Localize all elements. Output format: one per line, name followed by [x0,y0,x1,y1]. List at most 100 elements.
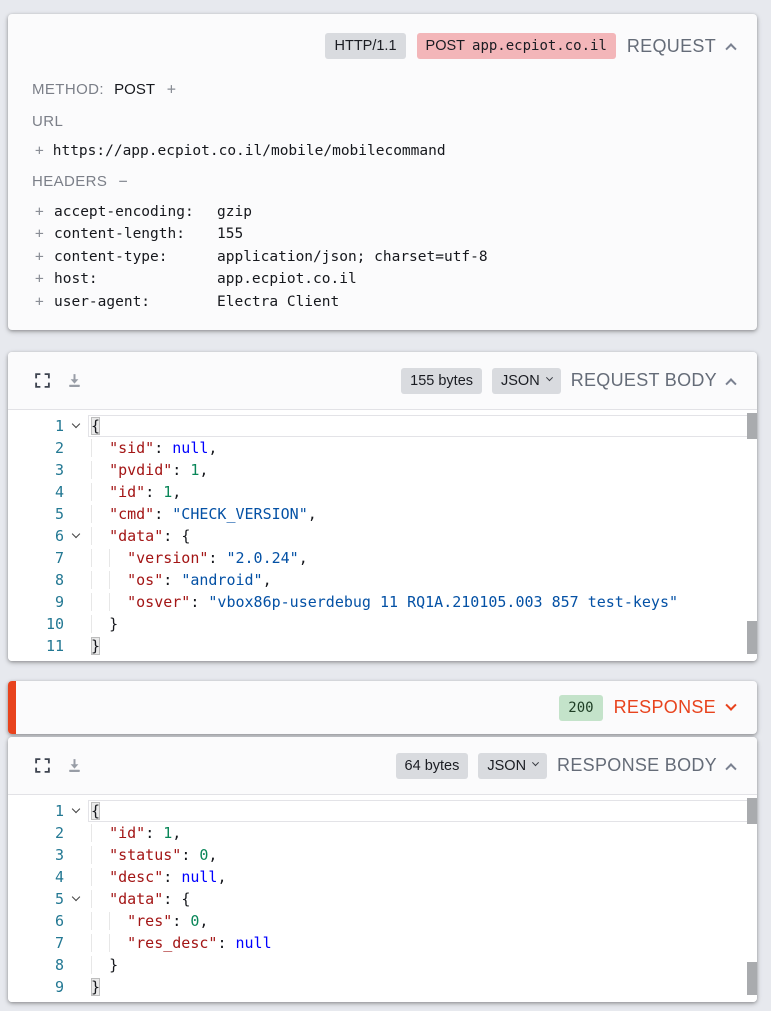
fold-gutter [64,866,88,888]
fold-gutter [64,503,88,525]
header-expander[interactable]: + [35,293,44,310]
chevron-up-icon [725,43,737,55]
fullscreen-icon [34,372,51,389]
fold-gutter [64,822,88,844]
http-version-badge: HTTP/1.1 [325,33,406,59]
size-badge: 64 bytes [395,752,469,779]
fold-gutter [64,437,88,459]
scrollbar-thumb[interactable] [747,621,757,654]
line-number: 5 [54,505,64,523]
line-number: 3 [54,846,64,864]
code-text: "pvdid": 1, [88,459,756,481]
line-number: 10 [45,615,64,633]
headers-collapser[interactable]: − [118,172,128,190]
fold-chevron-icon [71,529,81,539]
response-section-toggle[interactable]: 200 RESPONSE [8,681,757,734]
code-line: 9} [8,976,757,998]
code-line: 8 "os": "android", [8,569,757,591]
format-select-value: JSON [487,757,527,774]
header-expander[interactable]: + [35,226,44,243]
code-line: 3 "pvdid": 1, [8,459,757,481]
scrollbar-thumb[interactable] [747,962,757,995]
download-button[interactable] [66,757,83,774]
method-label: METHOD: [32,81,104,98]
code-text: } [91,978,101,996]
code-text: } [91,637,101,655]
headers-label-row: HEADERS − [8,171,757,192]
code-line: 2 "sid": null, [8,437,757,459]
code-text: "id": 1, [88,822,756,844]
code-line: 4 "id": 1, [8,481,757,503]
request-body-header: 155 bytes JSON REQUEST BODY [8,352,757,410]
response-body-header: 64 bytes JSON RESPONSE BODY [8,737,757,795]
code-line: 9 "osver": "vbox86p-userdebug 11 RQ1A.21… [8,591,757,613]
fullscreen-icon [34,757,51,774]
expand-button[interactable] [34,757,51,774]
code-line: 1{ [8,800,757,822]
chevron-down-icon [532,759,540,767]
endpoint-host: app.ecpiot.co.il [472,38,607,54]
fold-toggle[interactable] [64,800,88,822]
header-value: app.ecpiot.co.il [217,271,357,288]
url-value: https://app.ecpiot.co.il/mobile/mobileco… [52,143,446,159]
status-badge: 200 [559,694,603,721]
header-row: +content-type:application/json; charset=… [8,246,757,268]
header-row: + host: app.ecpiot.co.il [8,268,757,290]
fold-chevron-icon [71,804,81,814]
code-line: 3 "status": 0, [8,844,757,866]
fold-gutter [64,569,88,591]
header-expander[interactable]: + [35,248,44,265]
fold-gutter [64,976,88,998]
header-key: user-agent: [54,293,151,310]
code-text: { [88,415,756,437]
header-row: + user-agent: Electra Client [8,291,757,313]
fold-toggle[interactable] [64,888,88,910]
body-format-select[interactable]: JSON [478,752,548,779]
response-body-code: 1{2 "id": 1,3 "status": 0,4 "desc": null… [8,800,757,998]
fold-toggle[interactable] [64,525,88,547]
fold-toggle[interactable] [64,415,88,437]
header-value: Electra Client [217,293,340,310]
body-format-select[interactable]: JSON [492,367,561,394]
request-section-toggle[interactable]: HTTP/1.1 POST app.ecpiot.co.il REQUEST [8,14,757,65]
code-line: 2 "id": 1, [8,822,757,844]
headers-table: +accept-encoding:gzip+content-length:155… [8,201,757,313]
header-row: +content-length:155 [8,223,757,245]
line-number: 2 [54,439,64,457]
download-icon [66,757,83,774]
header-expander[interactable]: + [35,204,44,220]
code-text: "status": 0, [88,844,756,866]
response-title: RESPONSE [613,697,716,717]
scrollbar-thumb[interactable] [747,798,757,824]
request-body-card: 155 bytes JSON REQUEST BODY 1{2 "sid": n… [8,352,757,661]
header-key: accept-encoding: [54,204,194,220]
headers-label: HEADERS [32,173,108,190]
line-number: 5 [54,890,64,908]
request-body-title: REQUEST BODY [570,370,717,390]
code-text: } [88,613,756,635]
request-body-editor[interactable]: 1{2 "sid": null,3 "pvdid": 1,4 "id": 1,5… [8,410,757,661]
method-expander[interactable]: + [166,80,176,98]
fold-gutter [64,910,88,932]
url-expander[interactable]: + [35,143,44,159]
download-button[interactable] [66,372,83,389]
format-select-value: JSON [501,372,540,389]
chevron-up-icon [725,762,737,774]
line-number: 1 [54,802,64,820]
scrollbar-thumb[interactable] [747,413,757,439]
url-row: + https://app.ecpiot.co.il/mobile/mobilec… [8,143,757,159]
response-body-editor[interactable]: 1{2 "id": 1,3 "status": 0,4 "desc": null… [8,795,757,1002]
header-expander[interactable]: + [35,271,44,288]
line-number: 7 [54,549,64,567]
fold-gutter [64,954,88,976]
endpoint-method: POST [425,38,466,54]
line-number: 11 [45,637,64,655]
request-body-code: 1{2 "sid": null,3 "pvdid": 1,4 "id": 1,5… [8,415,757,657]
fold-gutter [64,459,88,481]
download-icon [66,372,83,389]
code-text: } [88,954,756,976]
chevron-down-icon [725,699,737,711]
header-key: host: [54,271,98,288]
expand-button[interactable] [34,372,51,389]
chevron-down-icon [545,374,553,382]
